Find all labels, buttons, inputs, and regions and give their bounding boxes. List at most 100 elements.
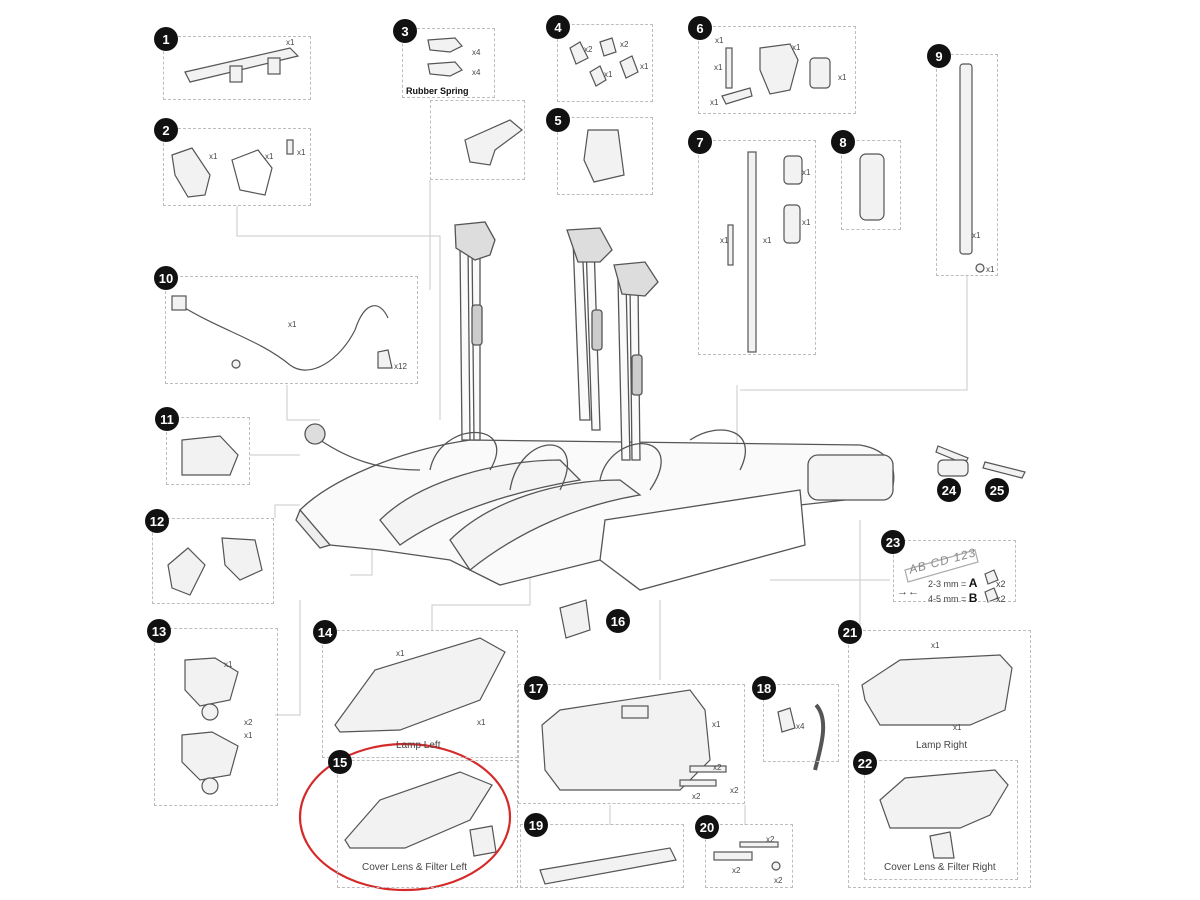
part-number-badge-12: 12	[145, 509, 169, 533]
qty-label: x1	[477, 718, 486, 727]
part-number-badge-20: 20	[695, 815, 719, 839]
part-number-badge-11: 11	[155, 407, 179, 431]
part-13-drawing	[184, 657, 239, 707]
part-box-12	[152, 518, 274, 604]
qty-label: x1	[931, 641, 940, 650]
qty-label: x12	[394, 362, 407, 371]
part-8-drawing	[859, 153, 885, 221]
part-19-drawing	[539, 847, 677, 885]
spec-qty: x2	[995, 594, 1006, 604]
qty-label: x2	[584, 45, 593, 54]
part-box-8	[841, 140, 901, 230]
part-number-badge-13: 13	[147, 619, 171, 643]
part-box-7	[698, 140, 816, 355]
qty-label: x1	[714, 63, 723, 72]
spec-letter: A	[968, 576, 978, 590]
part-box-20	[705, 824, 793, 888]
part-box-10	[165, 276, 418, 384]
qty-label: x2	[620, 40, 629, 49]
bike-rack-assembly	[295, 221, 895, 591]
qty-label: x1	[792, 43, 801, 52]
spec-range: 2-3 mm =	[928, 579, 967, 589]
part-box-4	[557, 24, 653, 102]
part-number-badge-8: 8	[831, 130, 855, 154]
qty-label: x1	[715, 36, 724, 45]
part-caption-cover-lens-left: Cover Lens & Filter Left	[362, 862, 468, 873]
part-box-19	[520, 824, 684, 888]
part-number-badge-10: 10	[154, 266, 178, 290]
part-18-drawing	[777, 707, 796, 733]
qty-label: x1	[604, 70, 613, 79]
qty-label: x2	[713, 763, 722, 772]
part-number-badge-18: 18	[752, 676, 776, 700]
part-box-2	[163, 128, 311, 206]
part-14-drawing	[334, 637, 506, 733]
part-number-badge-1: 1	[154, 27, 178, 51]
qty-label: x2	[692, 792, 701, 801]
part-caption-lamp-left: Lamp Left	[396, 740, 441, 751]
part-box-1	[163, 36, 311, 100]
qty-label: x1	[224, 660, 233, 669]
qty-label: x2	[766, 835, 775, 844]
spec-letter: B	[968, 591, 978, 605]
part-box-13	[154, 628, 278, 806]
qty-label: x2	[732, 866, 741, 875]
part-25-key-drawing	[982, 461, 1026, 479]
part-15-drawing	[344, 771, 493, 849]
part-box-11	[166, 417, 250, 485]
part-10-drawing	[179, 304, 389, 371]
part-number-badge-23: 23	[881, 530, 905, 554]
qty-label: x1	[802, 218, 811, 227]
part-number-badge-5: 5	[546, 108, 570, 132]
part-box-21	[848, 630, 1031, 888]
part-box-22	[864, 760, 1018, 880]
qty-label: x1	[710, 98, 719, 107]
part-box-6	[698, 26, 856, 114]
qty-label: x1	[972, 231, 981, 240]
qty-label: x2	[730, 786, 739, 795]
part-number-badge-17: 17	[524, 676, 548, 700]
qty-label: x1	[763, 236, 772, 245]
part-22-drawing	[879, 769, 1009, 829]
qty-label: x1	[286, 38, 295, 47]
part-number-badge-4: 4	[546, 15, 570, 39]
part-number-badge-19: 19	[524, 813, 548, 837]
part-5-drawing	[583, 129, 625, 183]
part-caption-lamp-right: Lamp Right	[916, 740, 968, 751]
part-number-badge-3: 3	[393, 19, 417, 43]
qty-label: x1	[209, 152, 218, 161]
part-caption-rubber-spring: Rubber Spring	[406, 86, 469, 96]
part-caption-cover-lens-right: Cover Lens & Filter Right	[884, 862, 996, 873]
highlight-ellipse-part-15	[298, 742, 512, 892]
part-2-drawing	[171, 147, 211, 198]
qty-label: x2	[774, 876, 783, 885]
qty-label: x1	[720, 236, 729, 245]
part-box-17	[518, 684, 745, 804]
part-number-badge-15: 15	[328, 750, 352, 774]
part-number-badge-6: 6	[688, 16, 712, 40]
part-7-drawing	[747, 151, 757, 353]
part-box-5	[557, 117, 653, 195]
qty-label: x1	[640, 62, 649, 71]
part-16-drawing	[559, 599, 591, 639]
part-number-badge-2: 2	[154, 118, 178, 142]
part-number-badge-16: 16	[606, 609, 630, 633]
qty-label: x4	[472, 68, 481, 77]
part-number-badge-9: 9	[927, 44, 951, 68]
thickness-arrows-icon: →←	[897, 586, 919, 598]
qty-label: x4	[472, 48, 481, 57]
qty-label: x1	[288, 320, 297, 329]
qty-label: x1	[986, 265, 995, 274]
part-number-badge-25: 25	[985, 478, 1009, 502]
qty-label: x1	[953, 723, 962, 732]
part-number-badge-22: 22	[853, 751, 877, 775]
part-20-drawing	[739, 841, 779, 848]
qty-label: x1	[838, 73, 847, 82]
part-box-23	[893, 540, 1016, 602]
part-number-badge-14: 14	[313, 620, 337, 644]
part-9-drawing	[959, 63, 973, 255]
spec-qty: x2	[995, 579, 1006, 589]
part-1-drawing	[184, 47, 300, 83]
